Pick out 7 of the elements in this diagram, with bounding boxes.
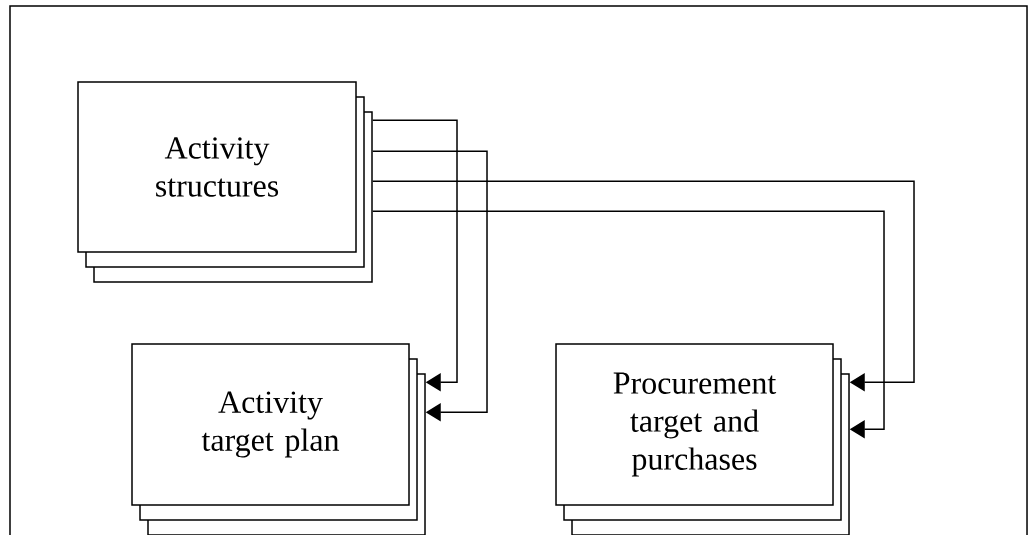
stacked-box: Activity structures — [77, 81, 373, 283]
stacked-box: Activity target plan — [131, 343, 426, 535]
arrow — [372, 180, 915, 392]
arrow — [372, 150, 488, 422]
arrow — [372, 210, 885, 439]
stacked-box: Procurement target and purchases — [555, 343, 850, 535]
arrow — [372, 119, 458, 392]
